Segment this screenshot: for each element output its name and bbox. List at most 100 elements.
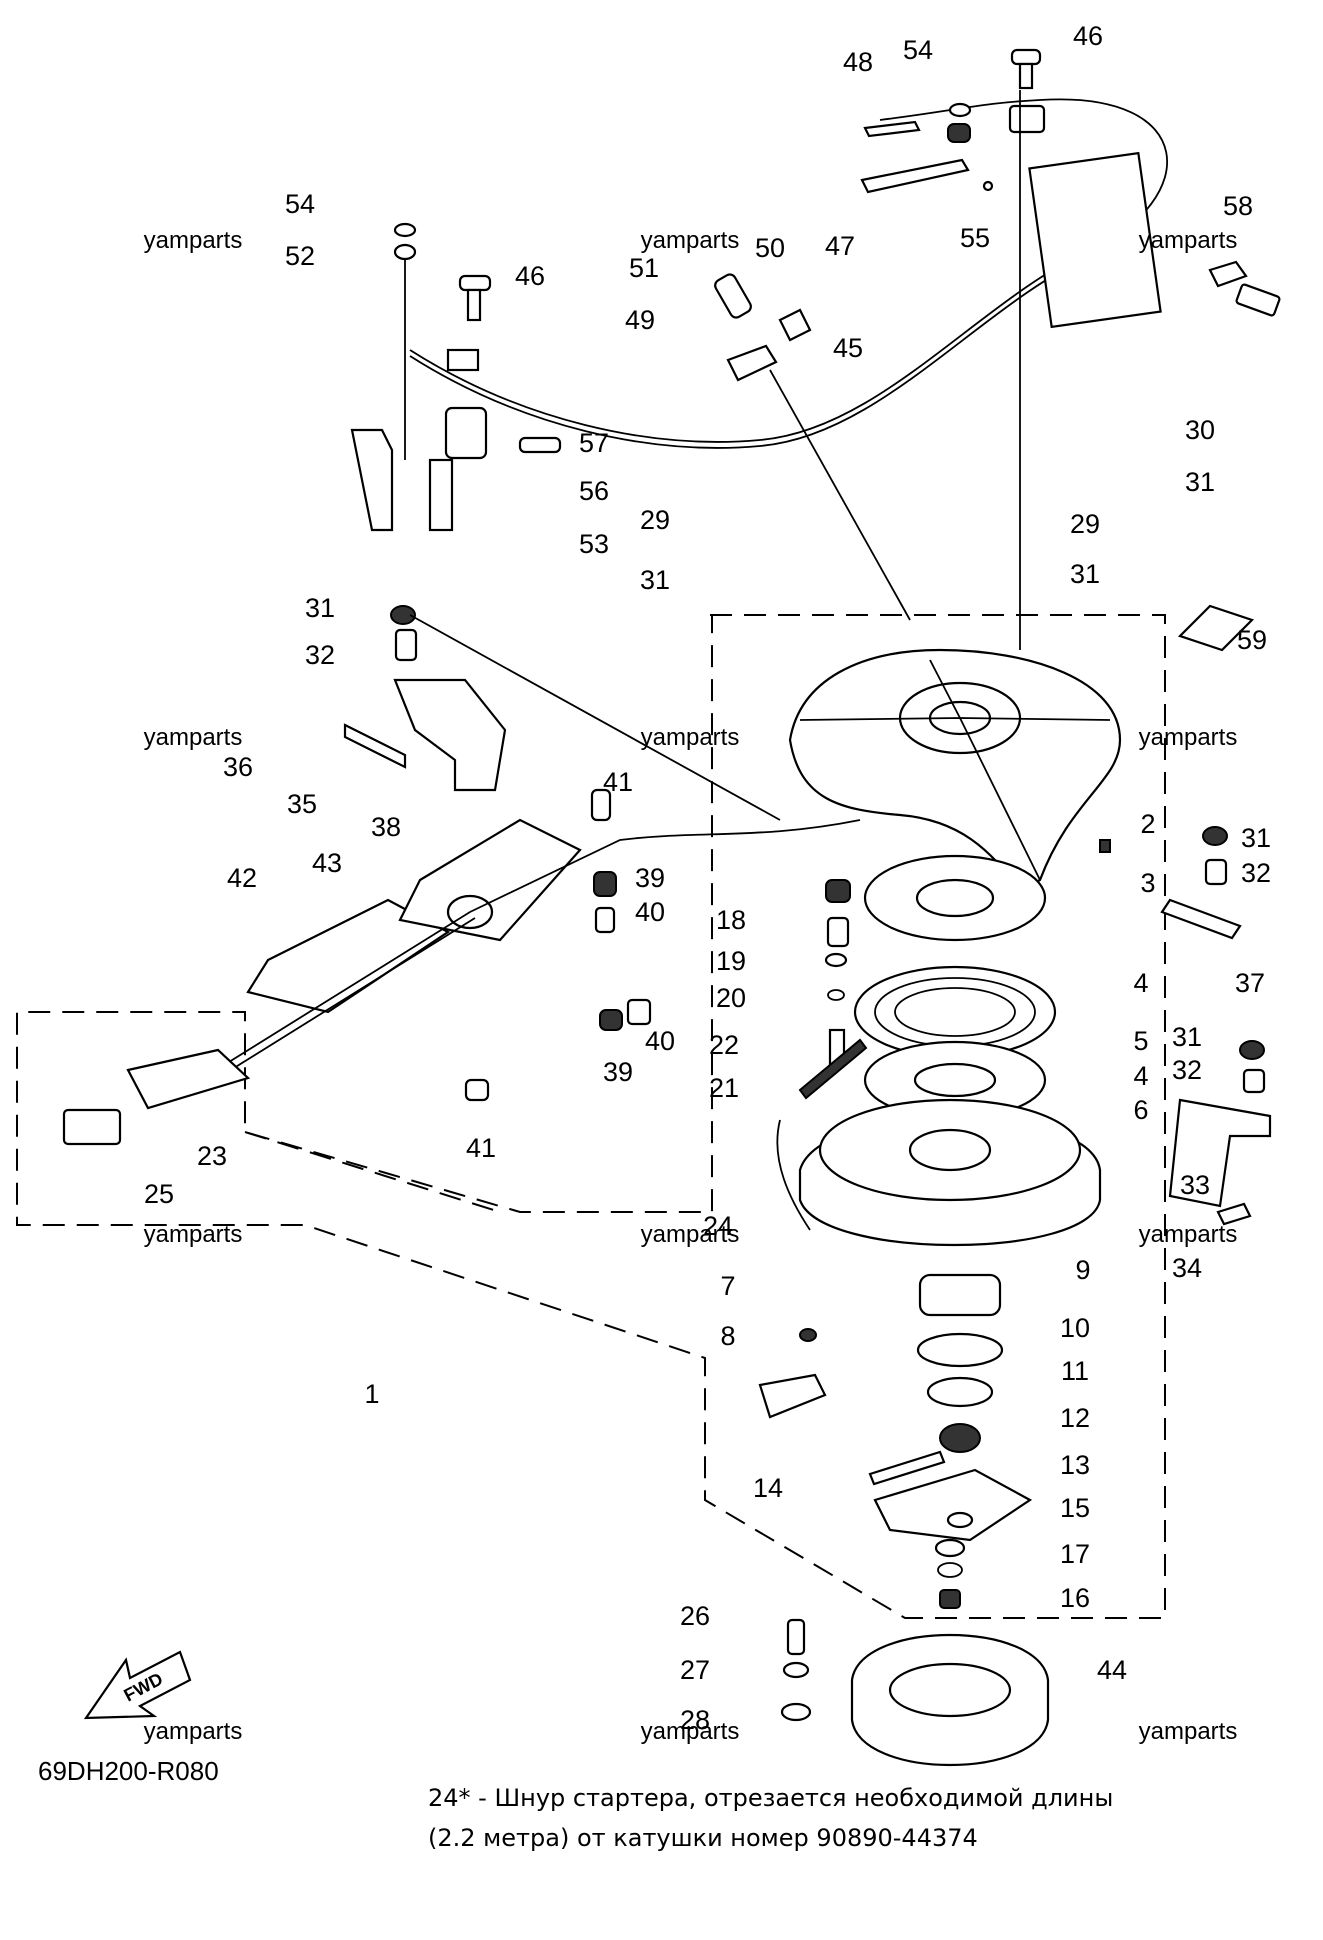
washer-15 xyxy=(934,1538,966,1558)
callout-c18: 18 xyxy=(716,905,746,935)
watermark-w3: yamparts xyxy=(1139,227,1238,254)
callout-c36: 36 xyxy=(223,752,253,782)
handle-guide xyxy=(62,788,861,1146)
fwd-arrow-icon: FWD xyxy=(83,1650,192,1720)
callout-c7: 7 xyxy=(720,1271,735,1301)
callout-c31a: 31 xyxy=(1185,467,1215,497)
note-line-1: 24* - Шнур стартера, отрезается необходи… xyxy=(428,1784,1114,1812)
callout-c31d: 31 xyxy=(305,593,335,623)
washer-10 xyxy=(916,1332,1004,1368)
grommet-39-bottom xyxy=(599,1009,623,1031)
callout-c28: 28 xyxy=(680,1705,710,1735)
callout-c59: 59 xyxy=(1237,625,1267,655)
handle-23 xyxy=(126,1048,251,1110)
callout-c14: 14 xyxy=(753,1473,783,1503)
callout-c50: 50 xyxy=(755,233,785,263)
callout-c32b: 32 xyxy=(1241,858,1271,888)
upper-linkage xyxy=(350,48,1281,650)
watermark-w7: yamparts xyxy=(144,1221,243,1248)
rope-24-cut xyxy=(798,1038,868,1100)
callout-c31b: 31 xyxy=(640,565,670,595)
starter-assembly-boundary xyxy=(16,614,1166,1619)
callout-c45: 45 xyxy=(833,333,863,363)
watermark-w6: yamparts xyxy=(1139,724,1238,751)
callout-c37: 37 xyxy=(1235,968,1265,998)
watermark-w11: yamparts xyxy=(641,1718,740,1745)
choke-link xyxy=(769,369,911,621)
callout-c21: 21 xyxy=(709,1073,739,1103)
callout-c4a: 4 xyxy=(1133,968,1148,998)
watermark-w5: yamparts xyxy=(641,724,740,751)
callout-c17: 17 xyxy=(1060,1539,1090,1569)
callout-c41b: 41 xyxy=(466,1133,496,1163)
callout-c29b: 29 xyxy=(1070,509,1100,539)
pawl-8 xyxy=(758,1373,827,1419)
bolt-41-bottom xyxy=(464,1078,490,1102)
watermark-w1: yamparts xyxy=(144,227,243,254)
bolt-26 xyxy=(786,1618,806,1656)
callout-c54b: 54 xyxy=(285,189,315,219)
callout-c52: 52 xyxy=(285,241,315,271)
callout-c12: 12 xyxy=(1060,1403,1090,1433)
callout-c48: 48 xyxy=(843,47,873,77)
callout-c32a: 32 xyxy=(305,640,335,670)
clip-22 xyxy=(827,989,845,1001)
collar-40-top xyxy=(594,906,616,934)
watermark-w8: yamparts xyxy=(641,1221,740,1248)
washer-27 xyxy=(782,1661,810,1679)
bush-9 xyxy=(918,1273,1002,1317)
callout-c55: 55 xyxy=(960,223,990,253)
choke-parts xyxy=(714,273,812,382)
callout-c58: 58 xyxy=(1223,191,1253,221)
starter-cord-note: 24* - Шнур стартера, отрезается необходи… xyxy=(428,1778,1308,1858)
bolt-16 xyxy=(939,1589,961,1609)
callout-c39b: 39 xyxy=(603,1057,633,1087)
callout-c39a: 39 xyxy=(635,863,665,893)
stack-hardware xyxy=(776,839,1111,1231)
bolt-36 xyxy=(343,723,407,769)
callout-c31c: 31 xyxy=(1070,559,1100,589)
callout-c49: 49 xyxy=(625,305,655,335)
callout-c54a: 54 xyxy=(903,35,933,65)
callout-c26: 26 xyxy=(680,1601,710,1631)
callout-c32c: 32 xyxy=(1172,1055,1202,1085)
cable-joint-58 xyxy=(1208,260,1248,288)
callout-c42: 42 xyxy=(227,863,257,893)
washer-20 xyxy=(824,952,848,968)
bolt-46-top xyxy=(1010,48,1042,90)
spring-14 xyxy=(868,1450,946,1486)
callout-c2: 2 xyxy=(1140,809,1155,839)
assembly-boundaries xyxy=(16,614,1166,1619)
clip-17 xyxy=(937,1562,963,1578)
drive-plate-13 xyxy=(873,1468,1033,1542)
washer-28 xyxy=(780,1702,812,1722)
callout-c27: 27 xyxy=(680,1655,710,1685)
callout-c13: 13 xyxy=(1060,1450,1090,1480)
rope-24 xyxy=(776,1119,811,1231)
callout-c40b: 40 xyxy=(645,1026,675,1056)
spring-48 xyxy=(863,120,921,138)
spring-7 xyxy=(799,1328,817,1342)
pin-55 xyxy=(982,180,994,192)
callout-c9: 9 xyxy=(1075,1255,1090,1285)
bracket-35 xyxy=(343,605,781,821)
bolt-41-top xyxy=(590,788,612,822)
callout-c53: 53 xyxy=(579,529,609,559)
decal-59 xyxy=(1177,604,1255,652)
right-brackets xyxy=(1160,826,1272,1226)
callout-c31f: 31 xyxy=(1172,1022,1202,1052)
callout-c47: 47 xyxy=(825,231,855,261)
callout-c34: 34 xyxy=(1172,1253,1202,1283)
drawing-code: 69DH200-R080 xyxy=(38,1756,219,1786)
plate-37 xyxy=(1160,898,1242,940)
spring-11 xyxy=(926,1376,994,1408)
nut-3 xyxy=(1099,839,1111,853)
handle-grip-25 xyxy=(62,1108,122,1146)
callout-c40a: 40 xyxy=(635,897,665,927)
handle-boundary-edge xyxy=(244,1131,501,1213)
nut-top xyxy=(947,123,971,143)
watermark-w2: yamparts xyxy=(641,227,740,254)
callout-c30: 30 xyxy=(1185,415,1215,445)
callout-c43: 43 xyxy=(312,848,342,878)
